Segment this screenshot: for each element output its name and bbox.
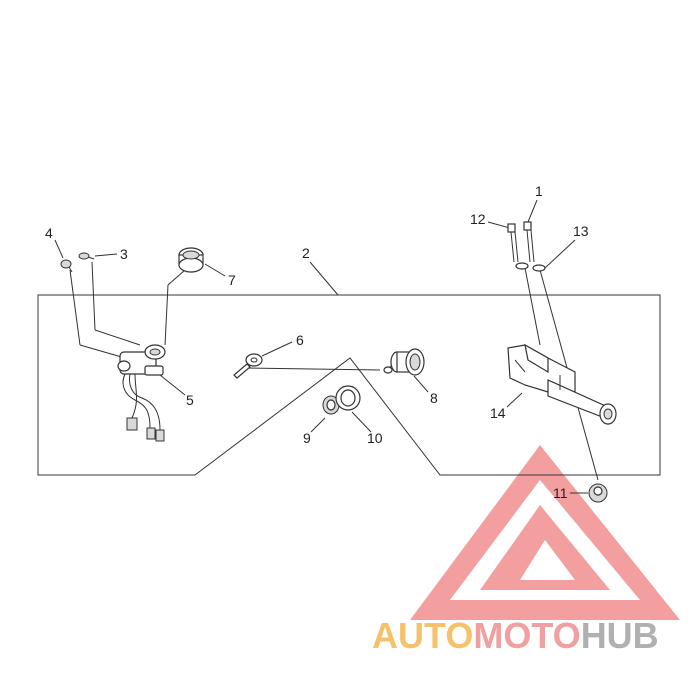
callout-5: 5: [186, 392, 194, 408]
washer-part-10: [335, 385, 361, 411]
callout-12: 12: [470, 211, 486, 227]
callout-labels: 1 2 3 4 5 6 7 8 9 10 11 12 13 14: [45, 183, 589, 501]
callout-2: 2: [302, 245, 310, 261]
ignition-switch-part-5: [117, 344, 166, 442]
screw-part-3: [78, 252, 95, 260]
bolt-part-12: [507, 223, 519, 263]
bracket-part-14: [507, 343, 617, 425]
callout-10: 10: [367, 430, 383, 446]
watermark-logo: [410, 445, 680, 620]
callout-3: 3: [120, 246, 128, 262]
watermark-moto: MOTO: [473, 615, 580, 656]
watermark-hub: HUB: [581, 615, 659, 656]
watermark-triangle-cut: [520, 540, 575, 580]
watermark-auto: AUTO: [372, 615, 473, 656]
key-part-6: [233, 353, 263, 379]
callout-7: 7: [228, 272, 236, 288]
callout-9: 9: [303, 430, 311, 446]
watermark-wordmark: AUTOMOTOHUB: [372, 615, 659, 656]
callout-8: 8: [430, 390, 438, 406]
callout-1: 1: [535, 183, 543, 199]
panel-outline: [37, 294, 661, 476]
callout-11: 11: [553, 485, 568, 501]
callout-13: 13: [573, 223, 589, 239]
leader-lines: [54, 199, 599, 494]
screw-part-4: [60, 259, 73, 273]
lock-cylinder-part-8: [383, 348, 425, 376]
washer-part-13: [515, 262, 546, 272]
nut-part-9: [322, 395, 340, 415]
svg-text:AUTOMOTOHUB: AUTOMOTOHUB: [372, 615, 659, 656]
nut-part-11: [588, 483, 608, 503]
bolt-part-1: [523, 221, 535, 263]
callout-6: 6: [296, 332, 304, 348]
callout-14: 14: [490, 405, 506, 421]
callout-4: 4: [45, 225, 53, 241]
cap-part-7: [178, 247, 204, 273]
